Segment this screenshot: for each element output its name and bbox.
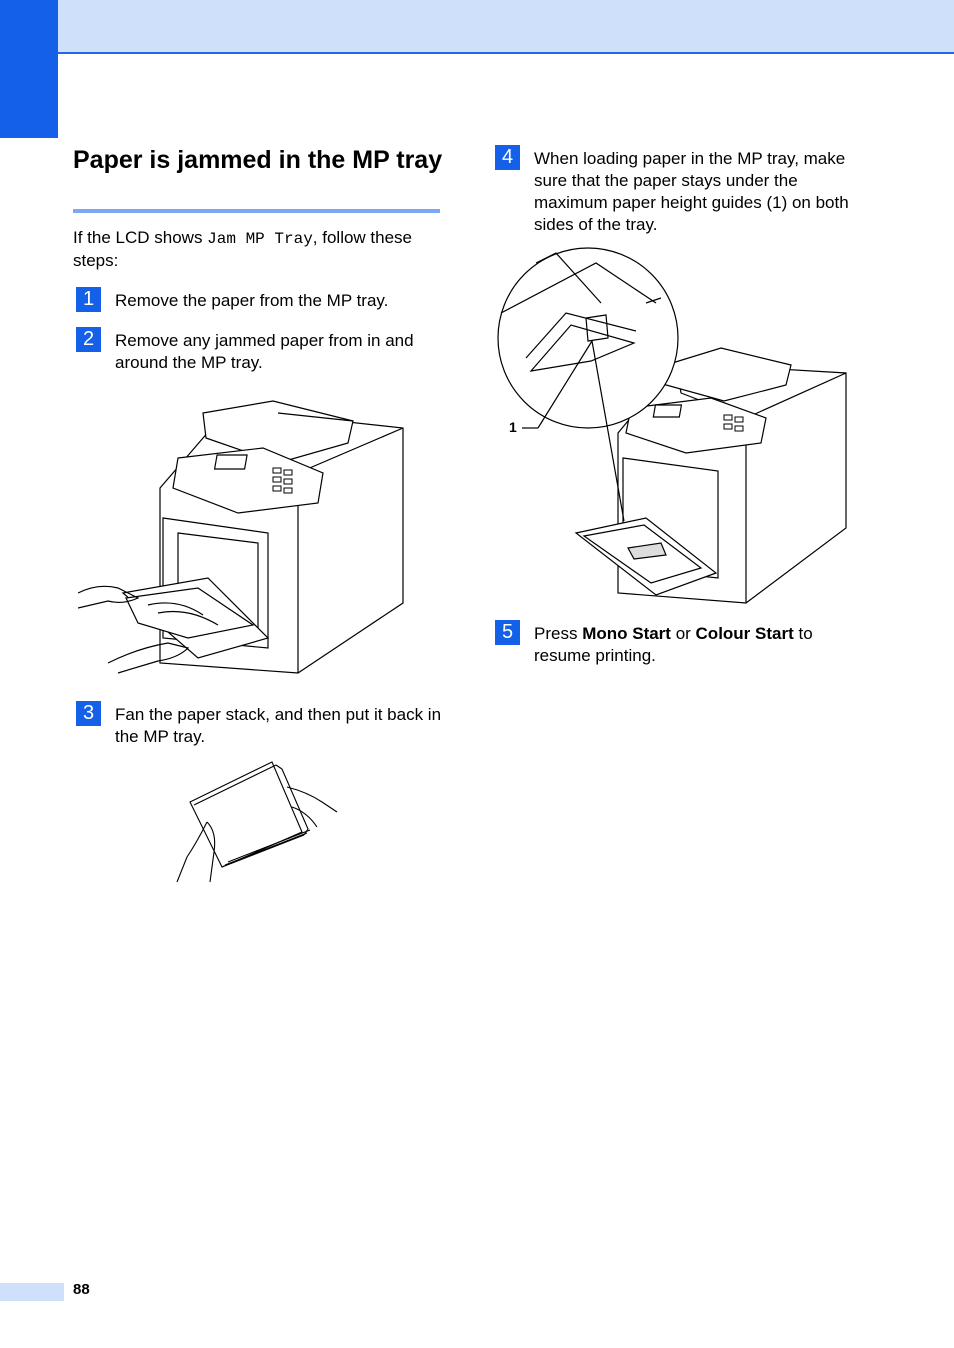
page-number: 88: [73, 1281, 90, 1298]
mono-start-key: Mono Start: [582, 624, 671, 643]
step-text-2: Remove any jammed paper from in and arou…: [115, 331, 414, 372]
step-number-5: 5: [495, 620, 520, 645]
step-text-5: Press Mono Start or Colour Start to resu…: [534, 623, 864, 667]
intro-paragraph: If the LCD shows Jam MP Tray, follow the…: [73, 227, 443, 272]
loading-paper-illustration: 1: [497, 247, 847, 604]
intro-prefix: If the LCD shows: [73, 228, 208, 247]
step-number-2: 2: [76, 327, 101, 352]
chapter-tab: [0, 0, 58, 138]
colour-start-key: Colour Start: [695, 624, 794, 643]
intro-suffix: , follow these steps:: [73, 228, 413, 270]
step-text-1: Remove the paper from the MP tray.: [115, 291, 389, 310]
step-text-4: When loading paper in the MP tray, make …: [534, 149, 849, 234]
fanning-paper-illustration: [176, 761, 338, 883]
step5-prefix: Press: [534, 624, 583, 643]
footer-band: [0, 1283, 64, 1301]
lcd-message: Jam MP Tray: [207, 230, 313, 248]
section-title: Paper is jammed in the MP tray: [73, 146, 443, 174]
step-text-3: Fan the paper stack, and then put it bac…: [115, 705, 442, 746]
step-number-3: 3: [76, 701, 101, 726]
title-rule: [73, 209, 440, 213]
header-band: [0, 0, 954, 54]
printer-jam-illustration: [78, 400, 404, 674]
step5-suffix: to resume printing.: [534, 624, 813, 665]
step5-mid: or: [670, 624, 696, 643]
step-number-1: 1: [76, 287, 101, 312]
callout-label-1: 1: [509, 419, 517, 435]
step-number-4: 4: [495, 145, 520, 170]
